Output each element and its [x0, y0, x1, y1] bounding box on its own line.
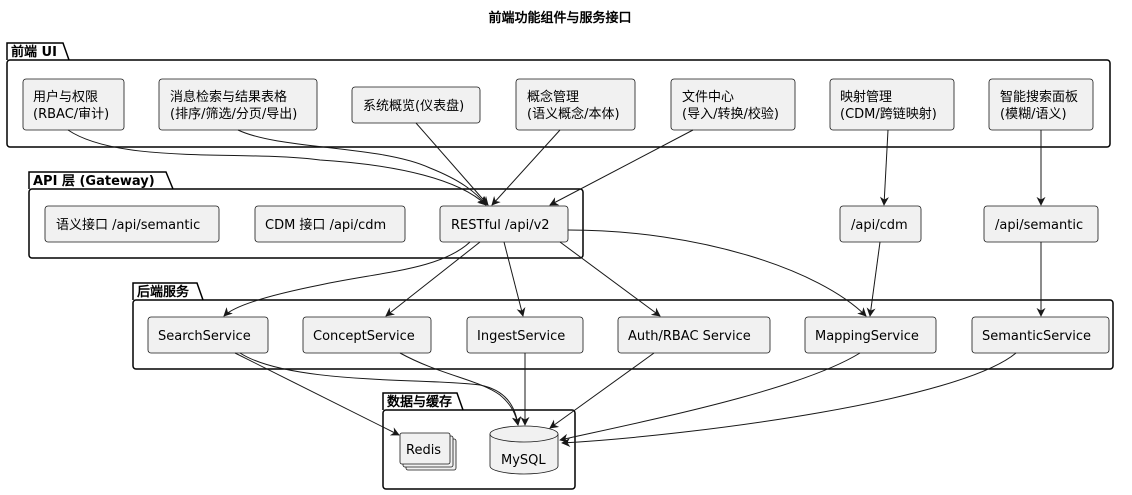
node-file-center-label: 文件中心	[682, 90, 734, 105]
node-smart-search-panel-label: 智能搜索面板	[1000, 90, 1078, 105]
package-label-frontend: 前端 UI	[11, 44, 57, 60]
node-semantic-service-label: SemanticService	[982, 329, 1091, 344]
node-api-cdm-inner-label: CDM 接口 /api/cdm	[265, 217, 386, 233]
node-users-permissions-label: (RBAC/审计)	[33, 107, 109, 122]
node-search-service-label: SearchService	[158, 329, 251, 344]
node-ingest-service: IngestService	[466, 316, 584, 354]
node-smart-search-panel: 智能搜索面板 (模糊/语义)	[988, 78, 1094, 131]
diagram-title: 前端功能组件与服务接口	[488, 10, 631, 26]
node-mapping-management-label: (CDM/跨链映射)	[840, 106, 937, 122]
package-frontend-ui: 前端 UI	[6, 42, 1111, 148]
node-message-search-table-label: 消息检索与结果表格	[170, 89, 287, 105]
package-label-api: API 层 (Gateway)	[33, 174, 155, 189]
package-label-backend: 后端服务	[137, 284, 190, 300]
node-auth-rbac-service: Auth/RBAC Service	[617, 316, 771, 354]
node-concept-management-label: 概念管理	[527, 89, 579, 105]
node-mapping-service: MappingService	[804, 316, 937, 354]
node-message-search-table: 消息检索与结果表格 (排序/筛选/分页/导出)	[158, 78, 318, 131]
node-redis-label: Redis	[406, 443, 441, 458]
package-label-data: 数据与缓存	[387, 394, 452, 410]
node-concept-management: 概念管理 (语义概念/本体)	[515, 78, 636, 131]
package-api-gateway: API 层 (Gateway)	[28, 171, 584, 259]
node-mapping-management: 映射管理 (CDM/跨链映射)	[829, 78, 955, 131]
node-api-semantic-label: /api/semantic	[995, 218, 1083, 233]
node-users-permissions: 用户与权限 (RBAC/审计)	[22, 78, 125, 131]
package-data-cache: 数据与缓存	[382, 392, 576, 490]
node-concept-service: ConceptService	[302, 316, 432, 354]
node-message-search-table-label: (排序/筛选/分页/导出)	[170, 107, 297, 122]
node-users-permissions-label: 用户与权限	[33, 89, 98, 105]
node-system-dashboard-label: 系统概览(仪表盘)	[363, 98, 464, 114]
node-api-restful-v2-label: RESTful /api/v2	[451, 218, 550, 233]
node-api-cdm-inner: CDM 接口 /api/cdm	[254, 205, 406, 243]
node-semantic-service: SemanticService	[971, 316, 1110, 354]
node-ingest-service-label: IngestService	[477, 329, 565, 344]
node-smart-search-panel-label: (模糊/语义)	[1000, 106, 1067, 122]
node-api-semantic: /api/semantic	[983, 205, 1099, 243]
node-mapping-service-label: MappingService	[815, 329, 919, 344]
node-auth-rbac-service-label: Auth/RBAC Service	[628, 329, 751, 344]
node-system-dashboard: 系统概览(仪表盘)	[351, 86, 481, 124]
node-search-service: SearchService	[147, 316, 269, 354]
package-backend-services: 后端服务	[132, 282, 1114, 370]
node-api-restful-v2: RESTful /api/v2	[439, 205, 569, 243]
node-concept-management-label: (语义概念/本体)	[527, 106, 620, 122]
node-file-center-label: (导入/转换/校验)	[682, 106, 779, 122]
node-redis: Redis	[399, 432, 457, 471]
edges	[67, 122, 1046, 448]
node-mysql: MySQL	[489, 425, 559, 475]
node-api-semantic-inner: 语义接口 /api/semantic	[44, 205, 220, 243]
node-api-semantic-inner-label: 语义接口 /api/semantic	[56, 217, 200, 233]
node-mysql-label: MySQL	[501, 453, 546, 468]
node-concept-service-label: ConceptService	[313, 329, 415, 344]
node-mapping-management-label: 映射管理	[840, 89, 892, 105]
node-api-cdm: /api/cdm	[839, 205, 922, 243]
node-file-center: 文件中心 (导入/转换/校验)	[670, 78, 796, 131]
node-api-cdm-label: /api/cdm	[851, 218, 908, 233]
